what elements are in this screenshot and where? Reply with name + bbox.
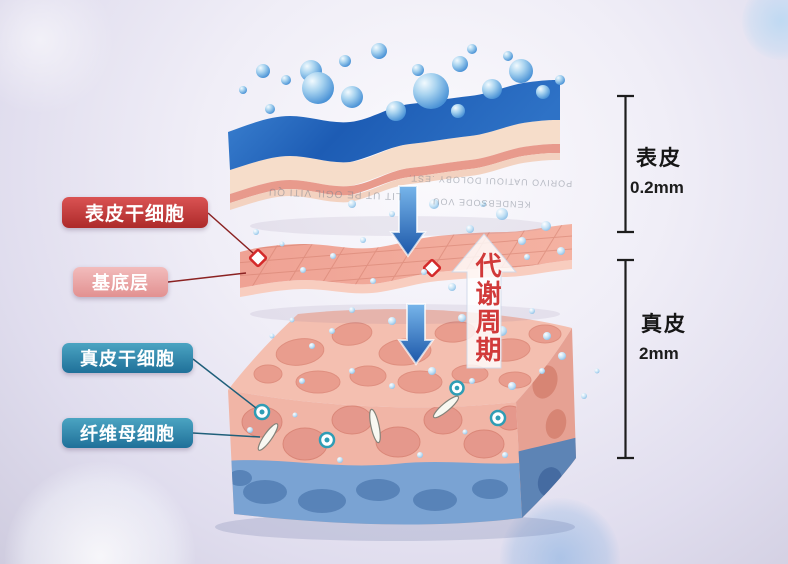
fibroblast-markers [257,395,460,451]
epidermis-name: 表皮 [636,147,682,170]
dermis-bracket [617,258,634,460]
label-fibroblasts: 纤维母细胞 [62,418,193,448]
dermis-value: 2mm [639,344,679,363]
connector-lines [167,212,261,438]
basal-shadow [250,304,560,324]
dermis-name: 真皮 [641,313,687,336]
metabolic-cycle-text: 代谢周期 [472,252,502,364]
connector-epidermal-stem-cells [207,212,254,254]
epidermis-cream-band [230,120,560,194]
connector-dermal-stem-cells [192,358,257,409]
epidermis-value: 0.2mm [630,178,684,197]
metabolic-up-arrow [450,233,518,369]
water-bubbles [239,43,565,121]
droplets [247,199,600,463]
dermis-front-face [228,390,522,525]
label-dermal-stem-cells: 真皮干细胞 [62,343,193,373]
label-epidermal-stem-cells: 表皮干细胞 [62,197,208,228]
connector-fibroblasts [192,432,261,438]
down-arrow-upper [389,185,427,258]
epidermis-slab [228,80,560,210]
dermal-stem-cell-markers [253,380,507,449]
measurement-brackets [617,94,634,460]
label-basal-layer: 基底层 [73,267,168,297]
down-arrow-lower [397,303,435,366]
epidermis-lower-band [230,153,560,210]
connector-basal-layer [167,272,247,283]
epidermis-bracket [617,94,634,234]
dermis-block [228,309,576,525]
stem-cell-diamond-markers [248,248,442,278]
surface-water-layer [228,80,560,170]
epidermis-pink-stripe [230,144,560,203]
